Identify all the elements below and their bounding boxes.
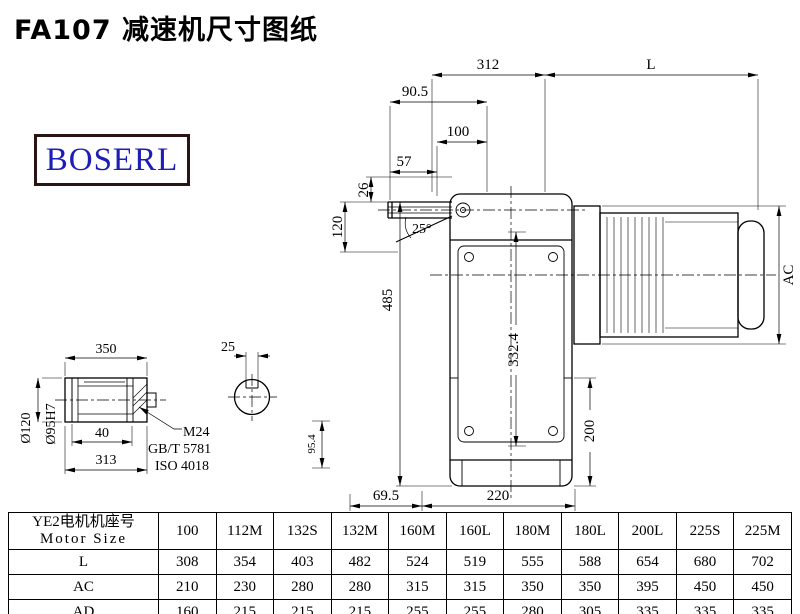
dim-313: 313 [96, 453, 117, 468]
table-cell: 280 [330, 574, 390, 600]
column-header: 160L [445, 512, 505, 550]
column-header: 180L [560, 512, 620, 550]
column-header: 132S [273, 512, 332, 550]
table-cell: 308 [158, 549, 217, 575]
table-cell: 524 [388, 549, 447, 575]
row-label: L [8, 549, 159, 575]
table-cell: 255 [388, 599, 447, 614]
table-cell: 588 [560, 549, 620, 575]
dim-332-4: 332.4 [506, 333, 522, 367]
shaft-side-view [64, 377, 157, 423]
table-cell: 210 [158, 574, 217, 600]
motor-size-header: YE2电机机座号 Motor Size [8, 512, 159, 550]
gearbox-outline [449, 193, 573, 487]
table-row-L: L 308 354 403 482 524 519 555 588 654 68… [8, 549, 792, 575]
dim-95-4: 95.4 [306, 434, 318, 454]
column-header: 225S [675, 512, 735, 550]
dim-220: 220 [487, 488, 510, 504]
table-header-row: YE2电机机座号 Motor Size 100 112M 132S 132M 1… [8, 512, 792, 550]
table-cell: 255 [445, 599, 505, 614]
table-cell: 215 [215, 599, 275, 614]
table-cell: 354 [215, 549, 275, 575]
dim-350: 350 [96, 342, 117, 357]
column-header: 132M [330, 512, 390, 550]
column-header: 160M [388, 512, 447, 550]
dim-40: 40 [95, 426, 109, 441]
table-cell: 350 [503, 574, 562, 600]
dimension-lines [35, 72, 786, 511]
dimension-table: YE2电机机座号 Motor Size 100 112M 132S 132M 1… [8, 512, 792, 614]
dim-L: L [646, 57, 655, 73]
dim-312: 312 [477, 57, 500, 73]
table-cell: 350 [560, 574, 620, 600]
table-cell: 315 [445, 574, 505, 600]
page-title: FA107 减速机尺寸图纸 [14, 15, 319, 46]
table-cell: 215 [273, 599, 332, 614]
column-header: 200L [618, 512, 677, 550]
table-cell: 680 [675, 549, 735, 575]
motor-outline [573, 205, 765, 345]
column-header: 112M [215, 512, 275, 550]
table-cell: 335 [618, 599, 677, 614]
dim-485: 485 [380, 289, 396, 312]
column-header: 180M [503, 512, 562, 550]
table-cell: 335 [733, 599, 792, 614]
column-header: 100 [158, 512, 217, 550]
table-cell: 555 [503, 549, 562, 575]
table-cell: 280 [273, 574, 332, 600]
table-cell: 230 [215, 574, 275, 600]
table-cell: 215 [330, 599, 390, 614]
label-m24: M24 [183, 425, 209, 440]
dim-26: 26 [356, 182, 372, 198]
table-cell: 395 [618, 574, 677, 600]
label-gbt-5781: GB/T 5781 [148, 442, 211, 457]
dim-57: 57 [397, 154, 413, 170]
technical-drawing: 312 L 90.5 100 57 26 120 25° 485 332.4 A… [19, 57, 797, 511]
table-cell: 482 [330, 549, 390, 575]
table-cell: 450 [675, 574, 735, 600]
boserl-logo: BOSERL [34, 134, 190, 186]
dim-AC: AC [781, 265, 797, 286]
motor-size-header-cn: YE2电机机座号 [32, 513, 135, 530]
column-header: 225M [733, 512, 792, 550]
table-cell: 702 [733, 549, 792, 575]
shaft-section-view [233, 378, 271, 416]
table-row-AC: AC 210 230 280 280 315 315 350 350 395 4… [8, 574, 792, 600]
label-iso-4018: ISO 4018 [155, 459, 209, 474]
table-row-AD: AD 160 215 215 215 255 255 280 305 335 3… [8, 599, 792, 614]
row-label: AD [8, 599, 159, 614]
table-cell: 160 [158, 599, 217, 614]
table-cell: 450 [733, 574, 792, 600]
dim-dia-120: Ø120 [19, 412, 34, 443]
table-cell: 403 [273, 549, 332, 575]
dim-key-25: 25 [221, 340, 235, 355]
dim-100: 100 [447, 124, 470, 140]
table-cell: 654 [618, 549, 677, 575]
dim-200: 200 [582, 420, 598, 443]
row-label: AC [8, 574, 159, 600]
dim-90-5: 90.5 [402, 84, 428, 100]
table-cell: 335 [675, 599, 735, 614]
motor-size-header-en: Motor Size [39, 531, 128, 547]
dim-69-5: 69.5 [373, 488, 399, 504]
dim-120: 120 [330, 216, 346, 239]
table-cell: 315 [388, 574, 447, 600]
table-cell: 519 [445, 549, 505, 575]
dim-angle-25: 25° [412, 222, 432, 237]
dim-dia-95h7: Ø95H7 [44, 403, 59, 444]
table-cell: 305 [560, 599, 620, 614]
boserl-logo-text: BOSERL [45, 141, 179, 178]
table-cell: 280 [503, 599, 562, 614]
